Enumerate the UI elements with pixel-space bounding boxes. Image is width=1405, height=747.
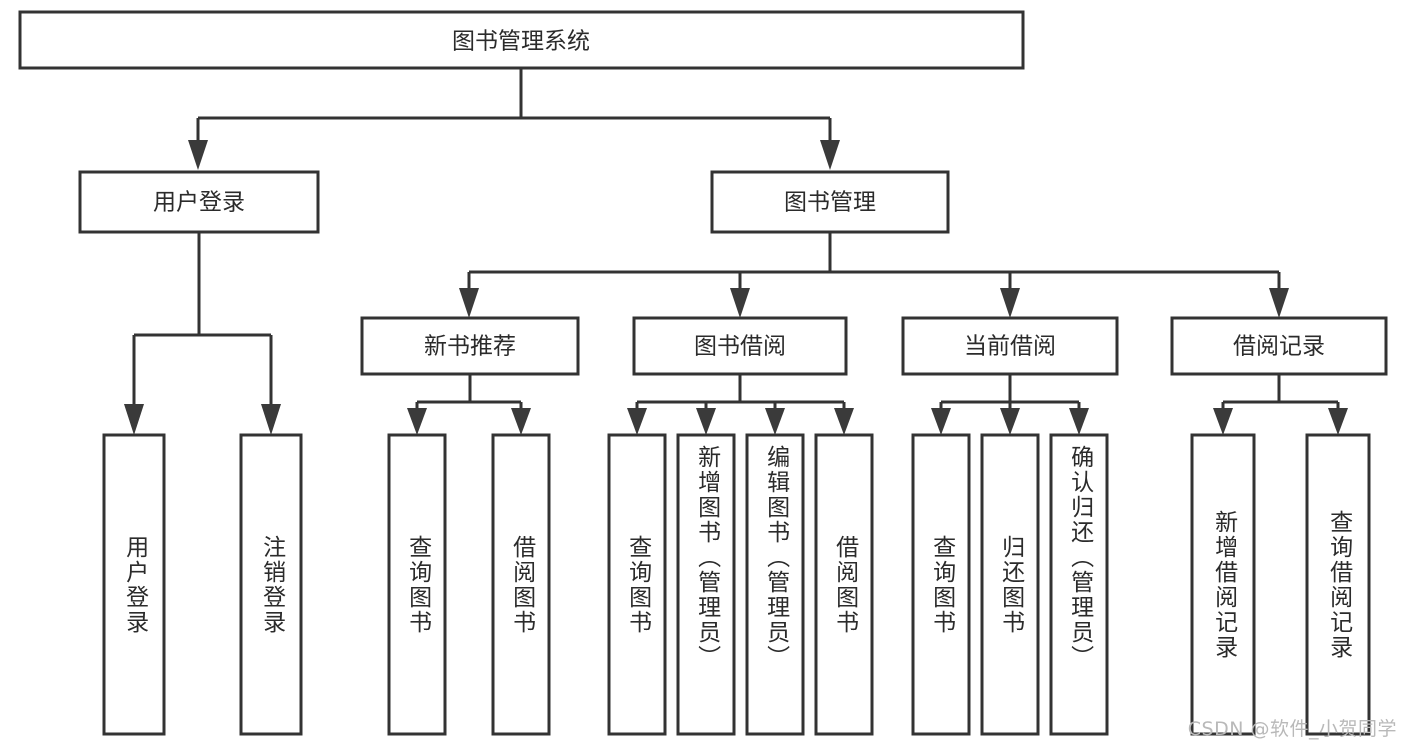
node-current-borrow-label: 当前借阅 <box>964 334 1056 360</box>
node-book-mgmt-label: 图书管理 <box>784 190 876 216</box>
node-book-mgmt-box[interactable] <box>710 170 950 234</box>
node-current-borrow-box[interactable] <box>901 316 1119 376</box>
arrowhead-borrow-record-leaf-2 <box>1328 408 1348 435</box>
arrowhead-user-login-leaf-2 <box>261 404 281 435</box>
leaf-box-book-borrow-2[interactable] <box>676 433 736 736</box>
leaf-box-book-borrow-4[interactable] <box>814 433 874 736</box>
arrowhead-new-book-leaf-2 <box>511 408 531 435</box>
arrowhead-to-book-borrow <box>730 288 750 318</box>
node-book-borrow-box[interactable] <box>632 316 848 376</box>
arrowhead-current-borrow-leaf-1 <box>931 408 951 435</box>
leaf-box-user-login-1[interactable] <box>102 433 166 736</box>
arrowhead-to-borrow-record <box>1269 288 1289 318</box>
arrowhead-to-new-book <box>459 288 479 318</box>
watermark-text: CSDN @软件_小贺同学 <box>1187 718 1397 740</box>
leaf-box-borrow-record-2[interactable] <box>1305 433 1371 736</box>
arrowhead-borrow-record-leaf-1 <box>1213 408 1233 435</box>
node-borrow-record-label: 借阅记录 <box>1233 334 1325 360</box>
arrowhead-book-borrow-leaf-2 <box>696 408 716 435</box>
arrowhead-to-current-borrow <box>1000 288 1020 318</box>
leaf-box-user-login-2[interactable] <box>239 433 303 736</box>
leaf-box-new-book-2[interactable] <box>491 433 551 736</box>
arrowhead-book-borrow-leaf-4 <box>834 408 854 435</box>
leaf-box-current-borrow-3[interactable] <box>1049 433 1109 736</box>
arrowhead-current-borrow-leaf-3 <box>1069 408 1089 435</box>
leaf-box-new-book-1[interactable] <box>387 433 447 736</box>
node-borrow-record-box[interactable] <box>1170 316 1388 376</box>
arrowhead-book-borrow-leaf-3 <box>765 408 785 435</box>
leaf-box-current-borrow-2[interactable] <box>980 433 1040 736</box>
node-new-book-label: 新书推荐 <box>424 334 516 360</box>
arrowhead-current-borrow-leaf-2 <box>1000 408 1020 435</box>
arrowhead-new-book-leaf-1 <box>407 408 427 435</box>
node-root-box[interactable] <box>18 10 1025 70</box>
leaf-box-book-borrow-3[interactable] <box>745 433 805 736</box>
node-book-borrow-label: 图书借阅 <box>694 334 786 360</box>
leaf-box-current-borrow-1[interactable] <box>911 433 971 736</box>
node-new-book-box[interactable] <box>360 316 580 376</box>
node-root-label: 图书管理系统 <box>452 29 590 55</box>
leaf-box-book-borrow-1[interactable] <box>607 433 667 736</box>
arrowhead-user-login-leaf-1 <box>124 404 144 435</box>
arrowhead-book-borrow-leaf-1 <box>627 408 647 435</box>
node-user-login-label: 用户登录 <box>153 190 245 216</box>
arrowhead-to-user-login <box>188 140 208 170</box>
arrowhead-to-book-mgmt <box>820 140 840 170</box>
leaf-box-borrow-record-1[interactable] <box>1190 433 1256 736</box>
